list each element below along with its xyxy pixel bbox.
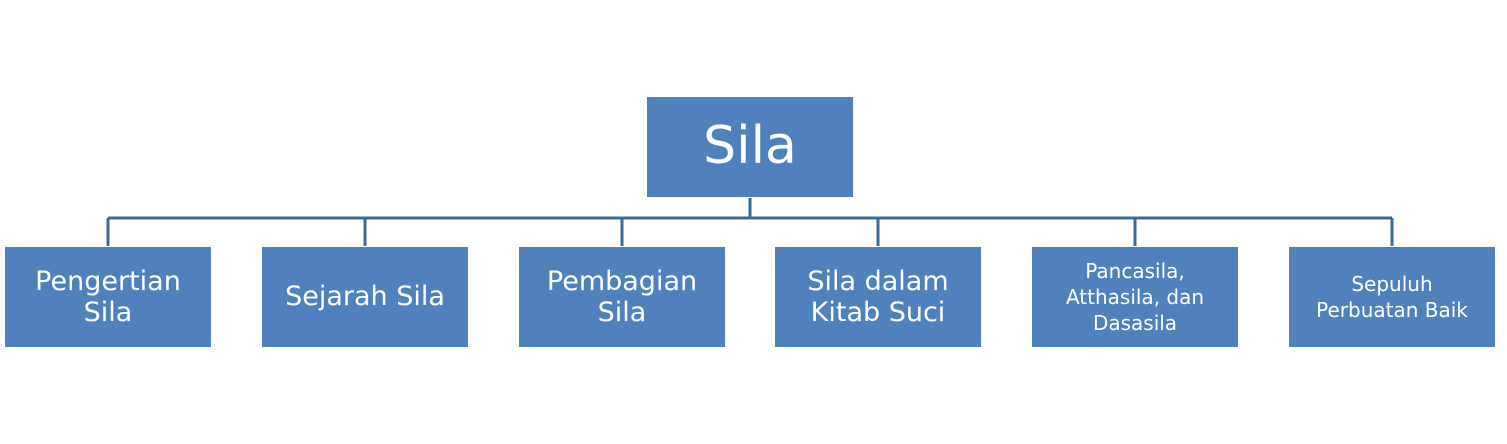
child-node-label: Sepuluh Perbuatan Baik xyxy=(1316,272,1468,322)
child-node-label: Pancasila, Atthasila, dan Dasasila xyxy=(1065,259,1205,335)
child-node-pembagian-sila: Pembagian Sila xyxy=(518,246,726,348)
child-node-label: Sejarah Sila xyxy=(285,281,445,313)
child-node-pancasila-atthasila-dasasila: Pancasila, Atthasila, dan Dasasila xyxy=(1031,246,1239,348)
root-node: Sila xyxy=(646,96,854,198)
child-node-sepuluh-perbuatan-baik: Sepuluh Perbuatan Baik xyxy=(1288,246,1496,348)
root-node-label: Sila xyxy=(703,116,797,177)
child-node-sila-dalam-kitab-suci: Sila dalam Kitab Suci xyxy=(774,246,982,348)
child-node-label: Pengertian Sila xyxy=(35,265,181,328)
child-node-label: Pembagian Sila xyxy=(546,265,698,328)
child-node-pengertian-sila: Pengertian Sila xyxy=(4,246,212,348)
child-node-label: Sila dalam Kitab Suci xyxy=(807,265,949,328)
child-node-sejarah-sila: Sejarah Sila xyxy=(261,246,469,348)
